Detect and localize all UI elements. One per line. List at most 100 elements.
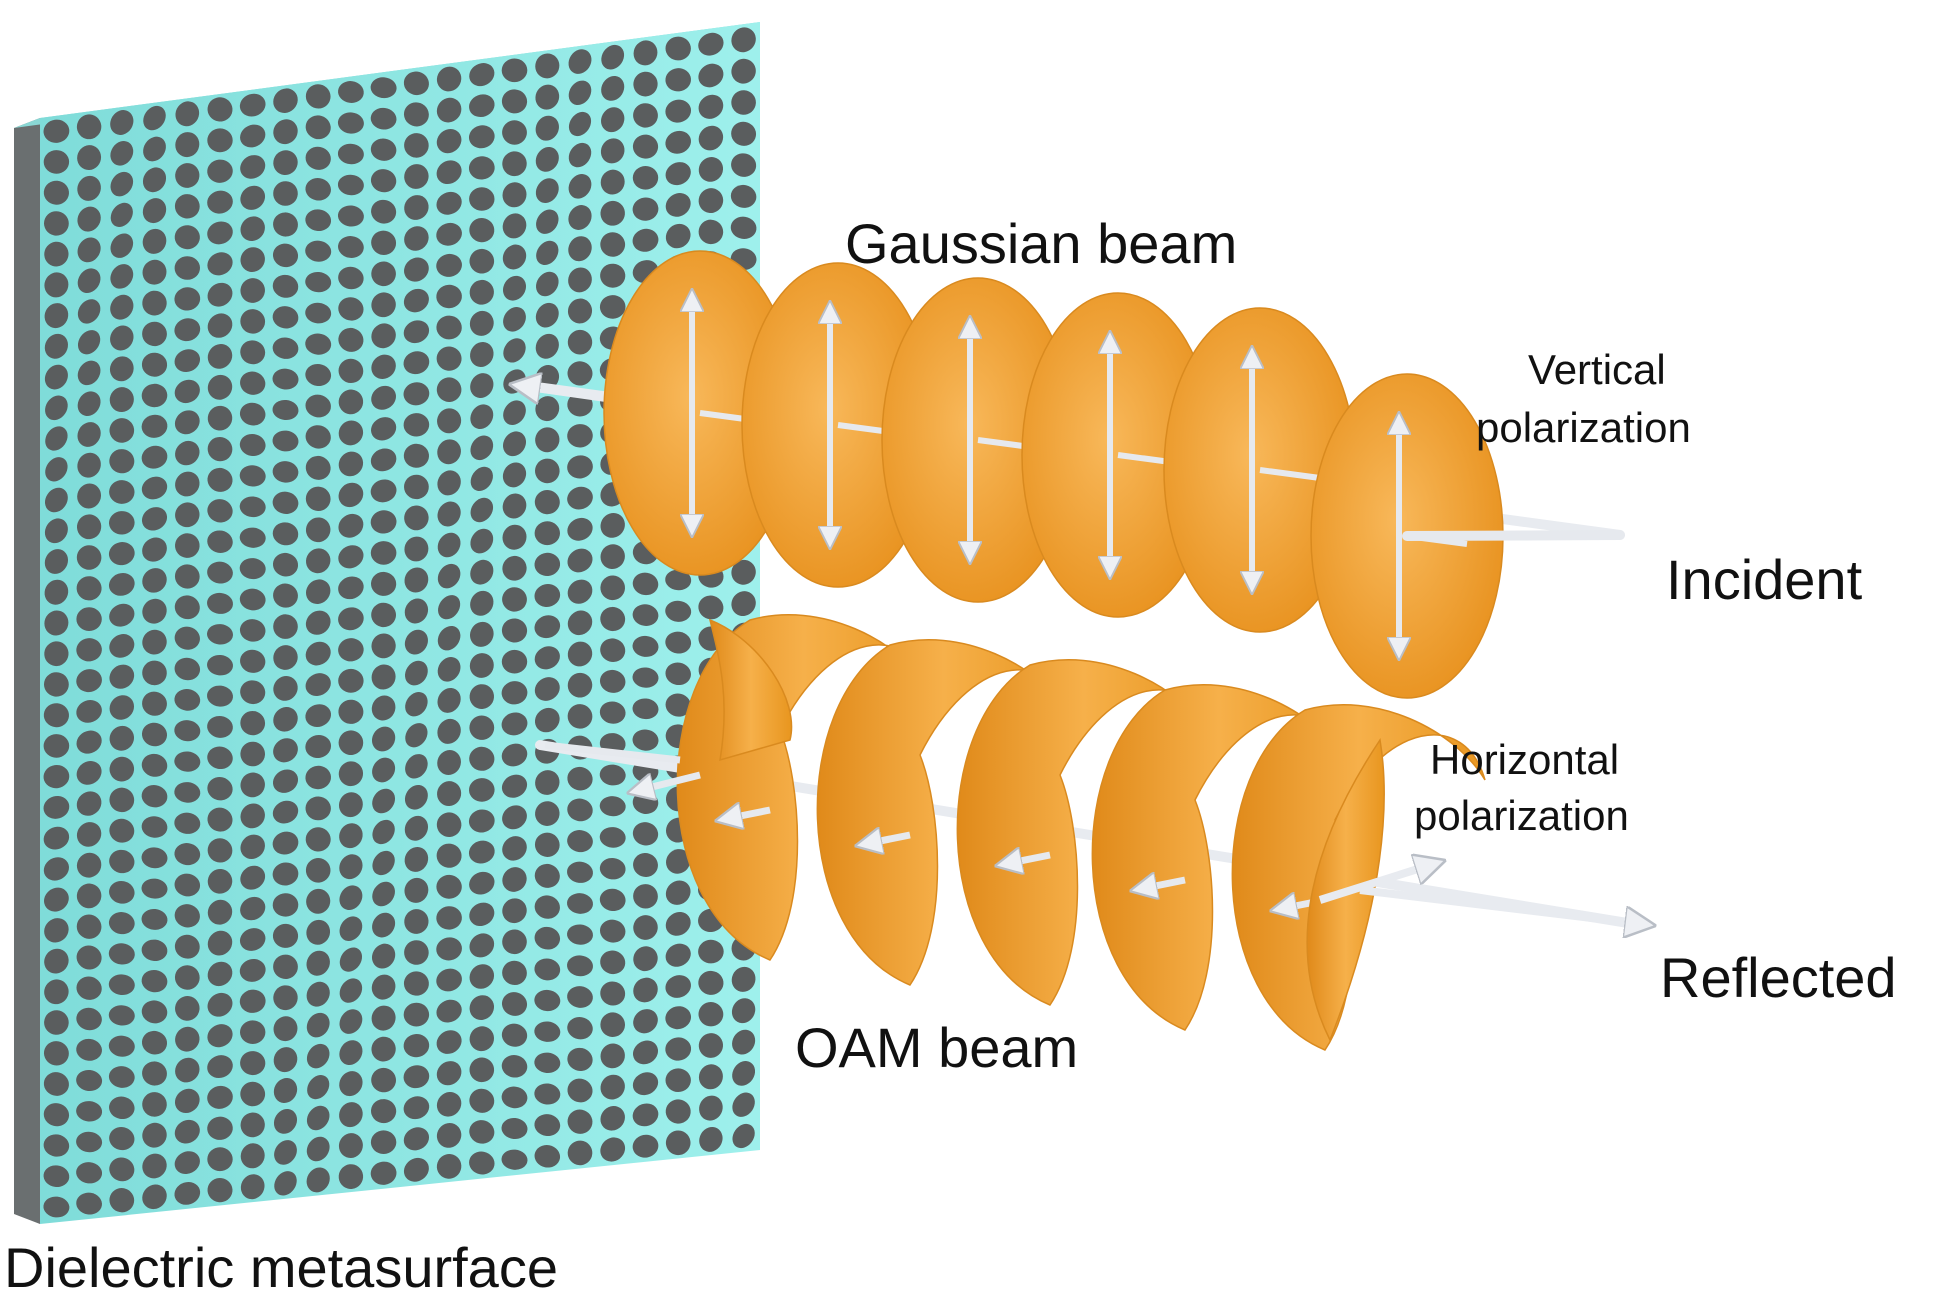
metasurface-pillar [110,171,134,197]
metasurface-pillar [339,885,363,911]
metasurface-pillar [109,787,135,813]
metasurface-pillar [371,354,396,379]
metasurface-pillar [502,805,527,830]
metasurface-pillar [665,600,692,622]
metasurface-pillar [568,80,592,106]
metasurface-pillar [174,349,201,372]
metasurface-pillar [535,53,560,79]
metasurface-pillar [600,263,626,288]
metasurface-pillar [76,1038,102,1061]
metasurface-pillar [469,746,495,771]
metasurface-pillar [698,188,724,214]
metasurface-pillar [437,750,461,775]
metasurface-pillar [175,132,200,158]
metasurface-pillar [469,217,495,243]
metasurface-pillar [732,1123,755,1149]
metasurface-pillar [437,501,461,527]
metasurface-pillar [239,958,266,982]
metasurface-pillar [536,209,559,234]
metasurface-pillar [76,791,102,816]
metasurface-pillar [403,1127,430,1151]
metasurface-pillar [665,1037,692,1061]
metasurface-pillar [502,555,527,581]
metasurface-pillar [601,44,625,70]
metasurface-pillar [633,1009,658,1034]
metasurface-pillar [698,157,724,182]
metasurface-pillar [567,579,593,604]
metasurface-pillar [699,1126,723,1152]
metasurface-pillar [43,795,70,819]
metasurface-pillar [633,977,658,1003]
metasurface-pillar [469,933,495,958]
metasurface-pillar [207,592,233,614]
metasurface-pillar [372,850,395,876]
metasurface-pillar [404,629,428,655]
metasurface-pillar [207,746,233,770]
metasurface-pillar [338,638,364,662]
metasurface-pillar [142,1061,167,1086]
metasurface-pillar [567,861,593,883]
metasurface-pillar [404,164,429,189]
metasurface-pillar [207,654,233,676]
metasurface-pillar [534,1083,561,1105]
oam-local-arrow [632,771,701,792]
horizontal-polarization-arrow [1318,862,1440,904]
metasurface-pillar [339,1102,363,1128]
metasurface-pillar [535,84,560,110]
metasurface-pillar [43,1041,69,1066]
metasurface-pillar [698,94,724,119]
metasurface-pillar [141,1030,168,1055]
metasurface-pillar [109,756,135,782]
metasurface-pillar [141,383,168,408]
metasurface-pillar [698,1033,724,1058]
metasurface-pillar [240,803,265,829]
metasurface-pillar [567,424,593,448]
metasurface-pillar [567,924,593,945]
metasurface-pillar [207,221,233,245]
metasurface-pillar [44,549,69,574]
metasurface-pillar [339,916,363,941]
metasurface-pillar [45,457,68,482]
metasurface-pillar [600,1137,626,1162]
metasurface-pillar [372,881,395,907]
metasurface-pillar [110,233,134,258]
metasurface-pillar [371,602,396,628]
metasurface-pillar [273,1078,298,1103]
metasurface-pillar [44,364,68,390]
metasurface-pillar [273,1016,298,1042]
metasurface-pillar [207,561,233,584]
metasurface-pillar [339,1009,363,1034]
metasurface-pillar [239,588,266,611]
metasurface-pillar [77,360,101,386]
metasurface-pillar [503,306,526,332]
metasurface-pillar [174,689,201,711]
metasurface-pillar [404,195,429,220]
metasurface-pillar [501,618,528,643]
metasurface-pillar [44,487,68,513]
metasurface-pillar [469,902,495,927]
metasurface-pillar [109,880,135,904]
metasurface-pillar [207,685,233,707]
metasurface-pillar [207,899,233,925]
metasurface-pillar [567,455,593,479]
metasurface-pillar [568,142,592,168]
metasurface-pillar [240,185,266,210]
metasurface-pillar [43,826,70,850]
metasurface-pillar [76,945,102,970]
metasurface-pillar [43,1196,70,1218]
metasurface-pillar [240,371,266,395]
metasurface-pillar [436,1030,462,1054]
metasurface-pillar [306,1167,330,1193]
metasurface-pillar [240,741,266,767]
metasurface-pillar [469,1026,495,1052]
metasurface-pillar [535,115,559,141]
metasurface-pillar [175,502,200,528]
metasurface-pillar [240,896,266,921]
metasurface-pillar [633,853,658,877]
gaussian-beam-label: Gaussian beam [845,212,1238,275]
metasurface-pillar [109,387,134,413]
metasurface-pillar [45,426,68,451]
metasurface-pillar [370,479,397,503]
metasurface-pillar [273,212,298,237]
metasurface-pillar [534,1021,561,1042]
